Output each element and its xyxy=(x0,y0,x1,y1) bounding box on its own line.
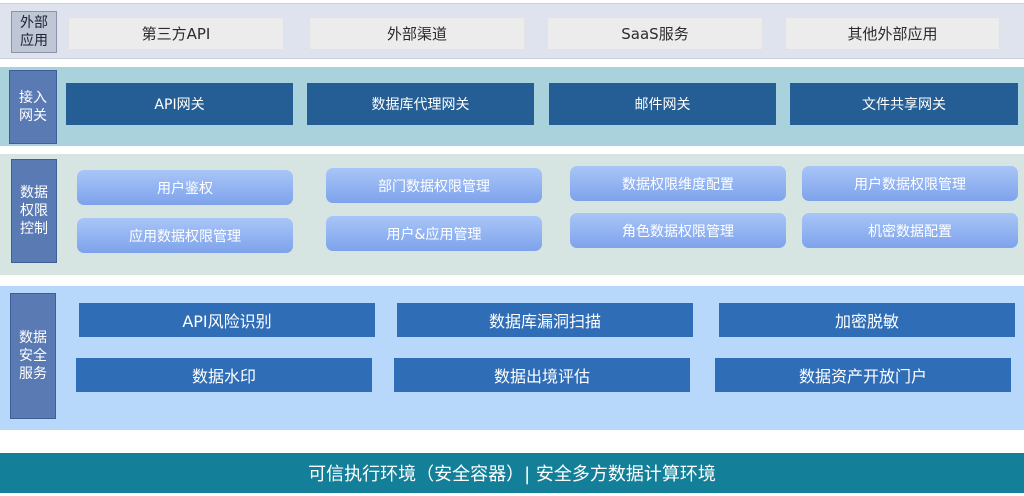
permission-item-dimension-config: 数据权限维度配置 xyxy=(570,166,786,201)
security-item-db-vuln-scan: 数据库漏洞扫描 xyxy=(397,303,693,337)
permission-item-user-auth: 用户鉴权 xyxy=(77,170,293,205)
permission-item-user-app-management: 用户&应用管理 xyxy=(326,216,542,251)
permission-item-app-permission: 应用数据权限管理 xyxy=(77,218,293,253)
security-item-asset-portal: 数据资产开放门户 xyxy=(715,358,1011,392)
gateway-item-file-share: 文件共享网关 xyxy=(790,83,1018,125)
permission-item-confidential-config: 机密数据配置 xyxy=(802,213,1018,248)
permission-label: 数据 权限 控制 xyxy=(11,159,57,263)
security-layer: 数据 安全 服务 API风险识别 数据库漏洞扫描 加密脱敏 数据水印 数据出境评… xyxy=(0,286,1024,430)
external-item-other-apps: 其他外部应用 xyxy=(785,17,1000,50)
permission-item-user-permission: 用户数据权限管理 xyxy=(802,166,1018,201)
external-apps-layer: 外部 应用 第三方API 外部渠道 SaaS服务 其他外部应用 xyxy=(0,3,1024,59)
security-item-encryption-masking: 加密脱敏 xyxy=(719,303,1015,337)
external-apps-label: 外部 应用 xyxy=(11,11,57,53)
gateway-item-api: API网关 xyxy=(66,83,293,125)
trusted-execution-bar: 可信执行环境（安全容器）| 安全多方数据计算环境 xyxy=(0,453,1024,493)
security-item-cross-border-assessment: 数据出境评估 xyxy=(394,358,690,392)
permission-item-role-permission: 角色数据权限管理 xyxy=(570,213,786,248)
gateway-item-database-proxy: 数据库代理网关 xyxy=(307,83,534,125)
external-item-external-channel: 外部渠道 xyxy=(309,17,525,50)
gateway-label: 接入 网关 xyxy=(9,70,57,144)
security-item-api-risk: API风险识别 xyxy=(79,303,375,337)
security-label: 数据 安全 服务 xyxy=(10,293,56,419)
permission-layer: 数据 权限 控制 用户鉴权 部门数据权限管理 数据权限维度配置 用户数据权限管理… xyxy=(0,154,1024,275)
external-item-third-party-api: 第三方API xyxy=(68,17,284,50)
security-item-watermark: 数据水印 xyxy=(76,358,372,392)
gateway-layer: 接入 网关 API网关 数据库代理网关 邮件网关 文件共享网关 xyxy=(0,67,1024,146)
external-item-saas-service: SaaS服务 xyxy=(547,17,763,50)
permission-item-department-permission: 部门数据权限管理 xyxy=(326,168,542,203)
gateway-item-mail: 邮件网关 xyxy=(549,83,776,125)
